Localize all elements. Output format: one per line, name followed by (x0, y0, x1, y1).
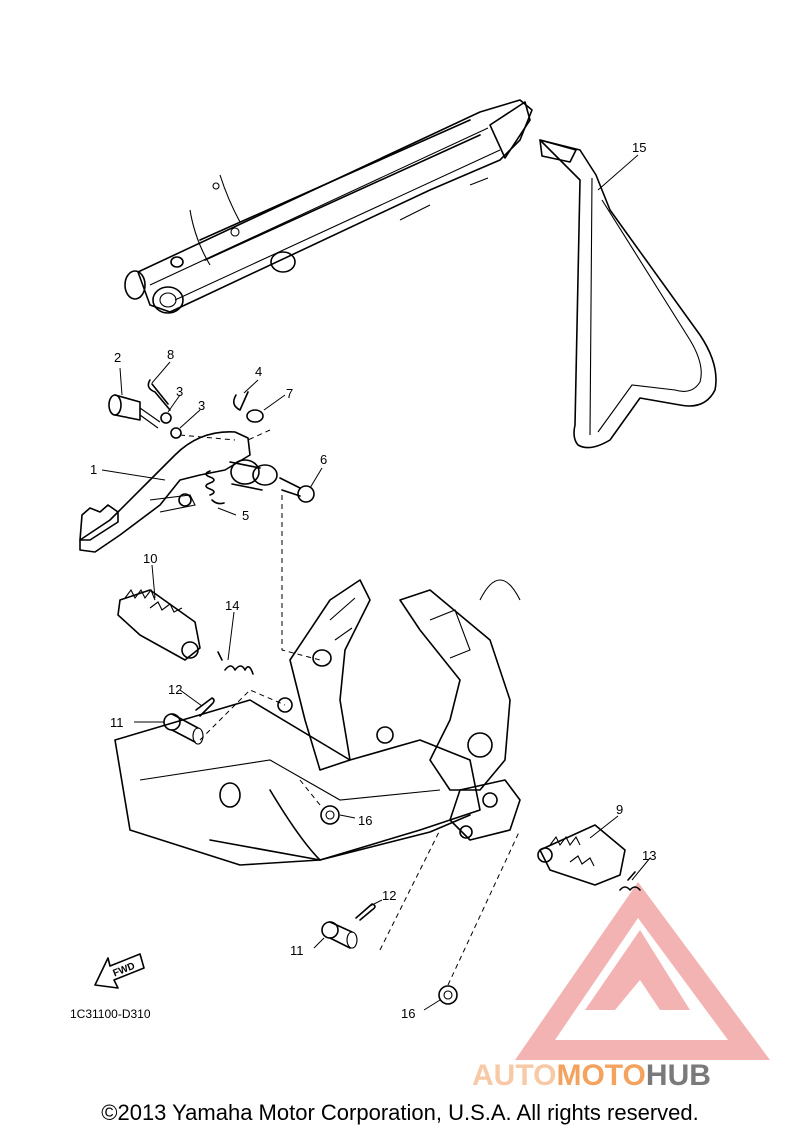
washer-16-lower (438, 985, 458, 1005)
callout-7: 7 (286, 386, 293, 401)
cotter-pin-8 (147, 379, 171, 411)
callout-11a: 11 (110, 715, 124, 730)
swingarm (124, 99, 533, 314)
watermark-wordmark: AUTOMOTOHUB (472, 1059, 711, 1092)
washer-16-upper (320, 805, 340, 825)
washer-7 (246, 409, 264, 423)
footrest-right (537, 824, 626, 886)
spring-14 (217, 651, 254, 675)
copyright-notice: ©2013 Yamaha Motor Corporation, U.S.A. A… (101, 1100, 699, 1125)
pin-11-upper (163, 713, 204, 745)
callout-9: 9 (616, 802, 623, 817)
cotter-pin-12-upper (195, 697, 215, 717)
callout-15: 15 (632, 140, 646, 155)
leader-lines (101, 154, 651, 1011)
callout-3b: 3 (198, 398, 205, 413)
footrest-left (117, 588, 201, 661)
watermark-part3: HUB (646, 1059, 711, 1092)
callout-14: 14 (225, 598, 239, 613)
callout-16a: 16 (358, 813, 372, 828)
callout-2: 2 (114, 350, 121, 365)
callout-10: 10 (143, 551, 157, 566)
bolt-6 (279, 477, 315, 503)
watermark-part1: AUTO (472, 1059, 556, 1092)
callout-5: 5 (242, 508, 249, 523)
frame (114, 579, 521, 866)
assembly-lines (179, 429, 521, 986)
callout-13: 13 (642, 848, 656, 863)
o-ring-3a (160, 412, 172, 424)
o-ring-3b (170, 427, 182, 439)
spring-13 (619, 871, 641, 891)
pedal-pin (108, 394, 161, 429)
fwd-arrow-icon: FWD (94, 953, 145, 989)
pin-11-lower (321, 921, 358, 949)
callout-16b: 16 (401, 1006, 415, 1021)
cotter-pin-12-lower (355, 903, 376, 921)
cotter-pin-4 (232, 391, 249, 411)
diagram-code: 1C31100-D310 (70, 1007, 151, 1021)
callout-11b: 11 (290, 943, 304, 958)
callout-12b: 12 (382, 888, 396, 903)
callout-8: 8 (167, 347, 174, 362)
side-stand (539, 139, 717, 449)
spring-5 (205, 470, 225, 505)
callout-6: 6 (320, 452, 327, 467)
callout-3a: 3 (176, 384, 183, 399)
watermark-part2: MOTO (556, 1059, 645, 1092)
callouts: 1 2 3 3 4 5 6 7 8 9 10 11 11 12 12 13 14… (90, 140, 656, 1021)
callout-1: 1 (90, 462, 97, 477)
watermark-logo-icon (515, 882, 770, 1060)
callout-4: 4 (255, 364, 262, 379)
brake-pedal (79, 431, 278, 553)
callout-12a: 12 (168, 682, 182, 697)
svg-text:AUTOMOTOHUB: AUTOMOTOHUB (472, 1059, 711, 1092)
